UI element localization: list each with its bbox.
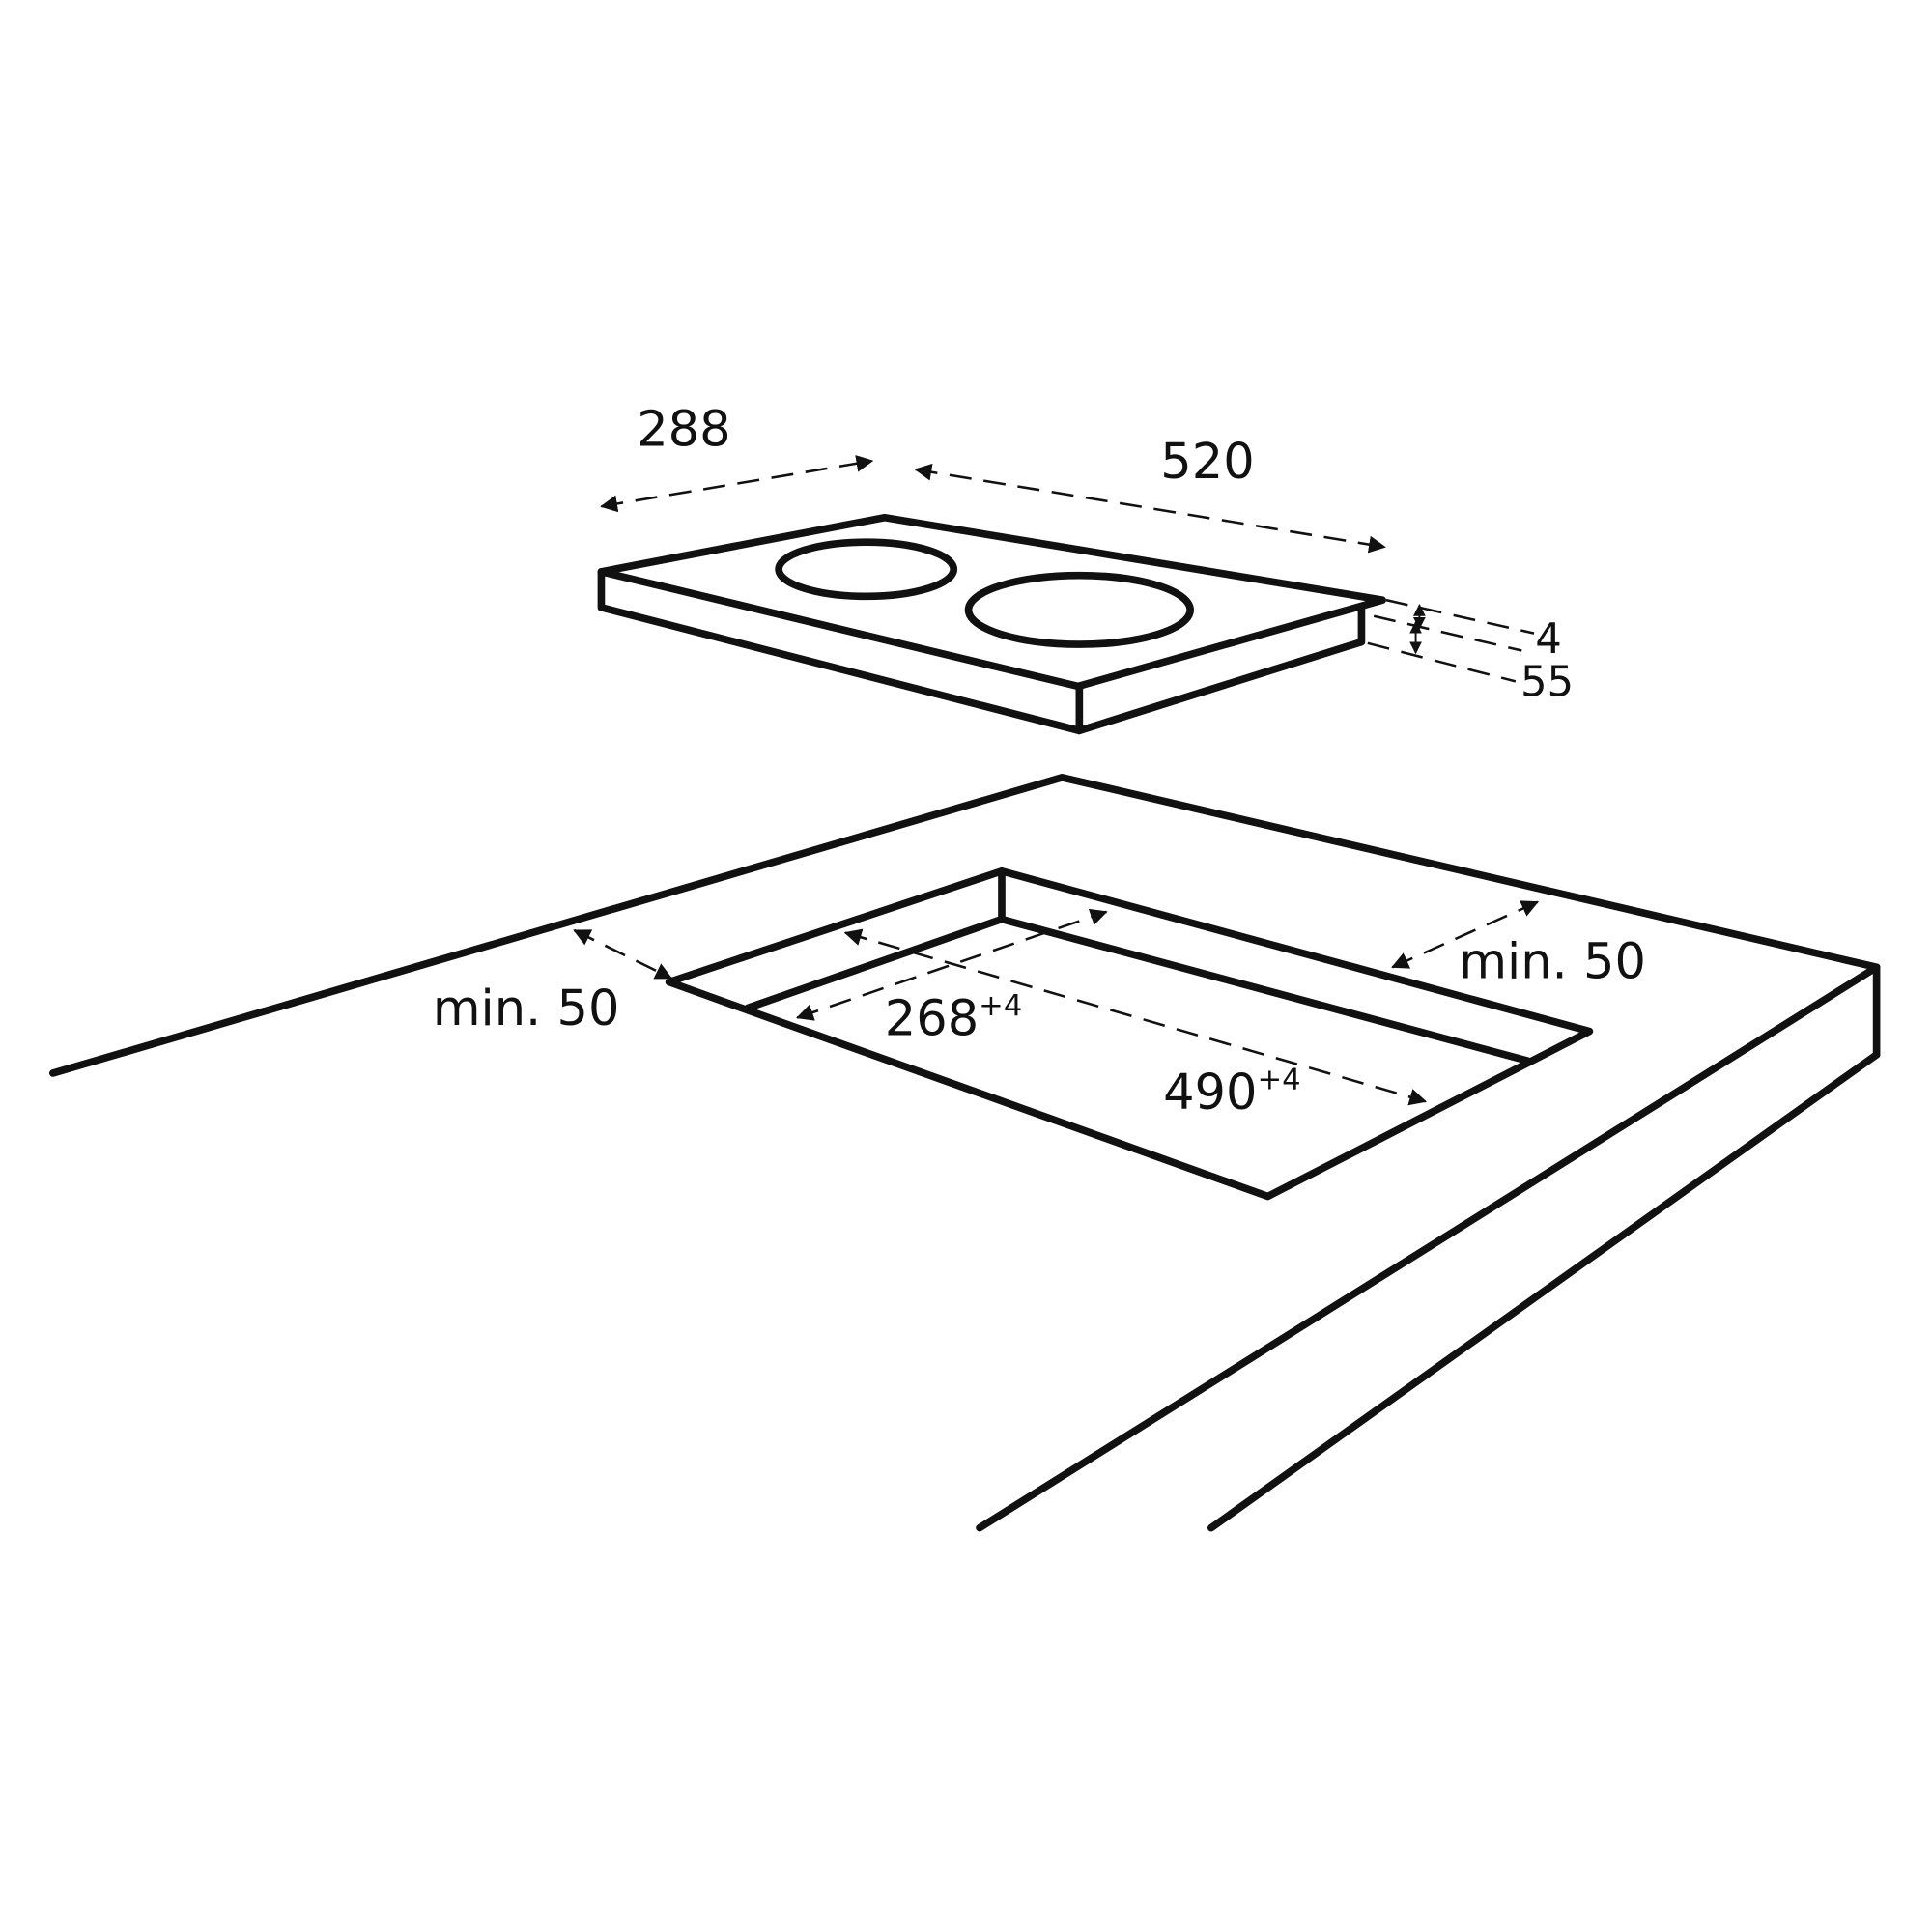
cutout-inner-back-edge [998,867,1532,1065]
hob-top-surface [597,513,1386,691]
cutout-depth-tolerance: +4 [979,989,1022,1023]
dimension-line-cutout-width [843,928,1427,1106]
cutout-width-value: 490 [1163,1065,1257,1122]
cutout-width-tolerance: +4 [1257,1064,1300,1097]
label-hob-width: 520 [1160,434,1254,491]
label-min-clearance-left: min. 50 [433,980,620,1037]
label-min-clearance-right: min. 50 [1459,934,1646,991]
label-cutout-depth: 268+4 [885,989,1023,1047]
countertop-bottom-edge [1208,1051,1881,1532]
label-hob-height: 55 [1520,659,1574,707]
extension-line-middle [1373,614,1522,652]
dimension-line-hob-depth [600,454,874,513]
dimension-line-hob-width [914,463,1386,554]
label-glass-thickness: 4 [1535,615,1562,664]
cutout-outline [665,867,1594,1201]
extension-line-bottom [1367,641,1517,683]
label-cutout-width: 490+4 [1163,1064,1300,1122]
cooking-zone-large [964,571,1194,648]
dimension-line-min-left [573,928,673,980]
label-hob-depth: 288 [637,402,730,459]
hob [597,513,1386,735]
cutout [665,867,1594,1201]
hob-front-face [597,568,1084,735]
hob-side-face [1075,604,1366,735]
countertop [49,774,1881,1532]
dimension-line-min-right [1391,900,1540,969]
cutout-depth-value: 268 [885,990,979,1047]
countertop-front-edge [976,963,1881,1532]
extension-line-top [1385,598,1535,635]
countertop-top-edge [49,774,1881,1077]
cooking-zone-small [775,538,958,601]
